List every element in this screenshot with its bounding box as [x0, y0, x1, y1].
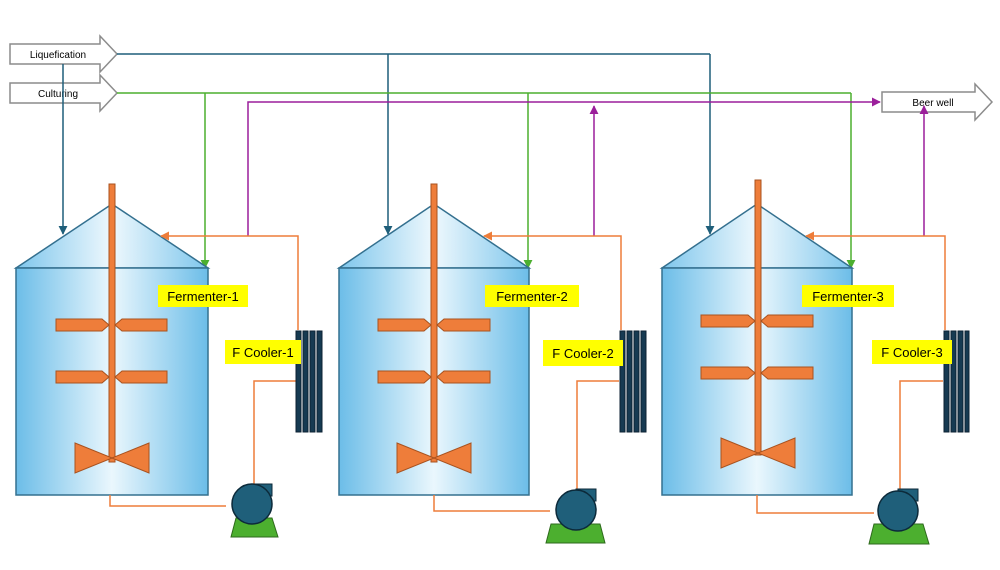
pump-icon — [868, 488, 930, 545]
fermenter-1: Fermenter-1 F Cooler-1 — [13, 183, 323, 538]
fermenter-label: Fermenter-1 — [167, 289, 239, 304]
fermenter-label-bg — [485, 285, 579, 307]
cooling-loop — [109, 231, 299, 507]
agitator-blade — [436, 318, 491, 332]
cooler-label: F Cooler-3 — [881, 345, 942, 360]
liquefication-label: Liquefication — [30, 50, 86, 61]
culturing-line — [117, 92, 856, 269]
fermenter-2: Fermenter-2 F Cooler-2 — [336, 183, 647, 544]
flow-arrow-icon — [881, 82, 994, 122]
agitator-shaft — [754, 179, 762, 456]
pump-icon — [545, 488, 606, 544]
fermenter-label-bg — [802, 285, 894, 307]
heat-exchanger-icon — [943, 330, 970, 433]
flow-arrow-icon — [9, 34, 119, 74]
heat-exchanger-icon — [619, 330, 647, 433]
pump-icon — [230, 483, 279, 538]
cooler-label-bg — [872, 340, 952, 364]
agitator-blade — [55, 318, 110, 332]
agitator-blade — [760, 314, 814, 328]
cooling-loop — [433, 231, 622, 512]
agitator-blade — [377, 318, 432, 332]
beer-well-outlet: Beer well — [881, 82, 994, 122]
liquefication-inlet: Liquefication — [9, 34, 119, 74]
beer-line — [247, 97, 929, 236]
impeller-icon — [720, 437, 796, 469]
beer-well-label: Beer well — [912, 98, 953, 109]
impeller-icon — [74, 442, 150, 474]
fermenter-3: Fermenter-3 F Cooler-3 — [659, 179, 970, 545]
cooler-label-bg — [225, 340, 301, 364]
fermenter-label: Fermenter-2 — [496, 289, 568, 304]
agitator-blade — [760, 366, 814, 380]
cooler-label: F Cooler-1 — [232, 345, 293, 360]
impeller-icon — [396, 442, 472, 474]
fermenter-label: Fermenter-3 — [812, 289, 884, 304]
fermenter-label-bg — [158, 285, 248, 307]
agitator-blade — [436, 370, 491, 384]
agitator-blade — [700, 366, 756, 380]
agitator-blade — [55, 370, 110, 384]
culturing-label: Culturing — [38, 89, 78, 100]
agitator-blade — [114, 318, 168, 332]
heat-exchanger-icon — [295, 330, 323, 433]
cooling-loop — [756, 231, 946, 514]
agitator-blade — [114, 370, 168, 384]
agitator-shaft — [108, 183, 116, 463]
liquefication-line — [58, 53, 715, 235]
agitator-shaft — [430, 183, 438, 463]
cooler-label-bg — [543, 340, 623, 366]
agitator-blade — [377, 370, 432, 384]
cooler-label: F Cooler-2 — [552, 346, 613, 361]
agitator-blade — [700, 314, 756, 328]
